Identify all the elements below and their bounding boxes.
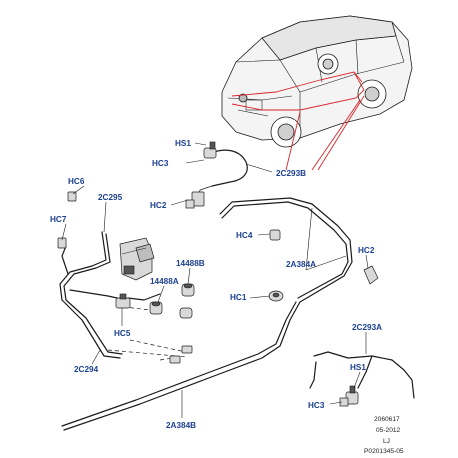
drawing-initials: LJ xyxy=(383,438,390,445)
callout-hc3-top: HC3 xyxy=(152,159,169,168)
callout-hc4: HC4 xyxy=(236,231,253,240)
drawing-reference-number: P0201345-05 xyxy=(364,448,404,455)
grommet-hc1 xyxy=(268,290,284,302)
clip-hc2-right xyxy=(363,265,379,285)
front-flexible-hose-assembly xyxy=(185,141,248,209)
clip-hc6 xyxy=(67,191,77,202)
union-14488a xyxy=(149,301,163,315)
callout-2a384b: 2A384B xyxy=(166,421,196,430)
brake-pipe-runs xyxy=(59,197,415,431)
callout-hs1-bottom: HS1 xyxy=(350,363,366,372)
callout-14488b: 14488B xyxy=(176,259,205,268)
drawing-code: 2060617 xyxy=(374,416,400,423)
callout-2c293a: 2C293A xyxy=(352,323,382,332)
union-14488b xyxy=(179,283,195,319)
callout-labels: HS1 HC3 2C293B HC6 2C295 HC2 HC7 HC4 HC2… xyxy=(50,139,382,430)
callout-hc1: HC1 xyxy=(230,293,247,302)
callout-hc6: HC6 xyxy=(68,177,85,186)
vehicle-illustration xyxy=(221,15,413,148)
location-leader-lines xyxy=(285,95,365,171)
callout-14488a: 14488A xyxy=(150,277,179,286)
callout-hc5: HC5 xyxy=(114,329,131,338)
callout-hc7: HC7 xyxy=(50,215,67,224)
callout-leader-lines xyxy=(61,142,369,418)
clip-hc5 xyxy=(115,293,131,309)
rear-flexible-hose-assembly xyxy=(339,385,359,407)
pipe-connectors xyxy=(169,345,193,364)
abs-modulator-unit xyxy=(119,237,155,281)
callout-2c294: 2C294 xyxy=(74,365,99,374)
callout-hc2-right: HC2 xyxy=(358,246,375,255)
callout-hs1-top: HS1 xyxy=(175,139,191,148)
clip-hc7 xyxy=(57,237,67,249)
drawing-date: 05-2012 xyxy=(376,427,401,434)
callout-2a384a: 2A384A xyxy=(286,260,316,269)
callout-hc2-left: HC2 xyxy=(150,201,167,210)
callout-2c293b: 2C293B xyxy=(276,169,306,178)
callout-2c295: 2C295 xyxy=(98,193,123,202)
clip-hc4 xyxy=(269,229,281,241)
dashed-guide-lines xyxy=(107,305,187,361)
callout-hc3-bottom: HC3 xyxy=(308,401,325,410)
drawing-reference-block: 2060617 05-2012 LJ P0201345-05 xyxy=(364,416,404,455)
